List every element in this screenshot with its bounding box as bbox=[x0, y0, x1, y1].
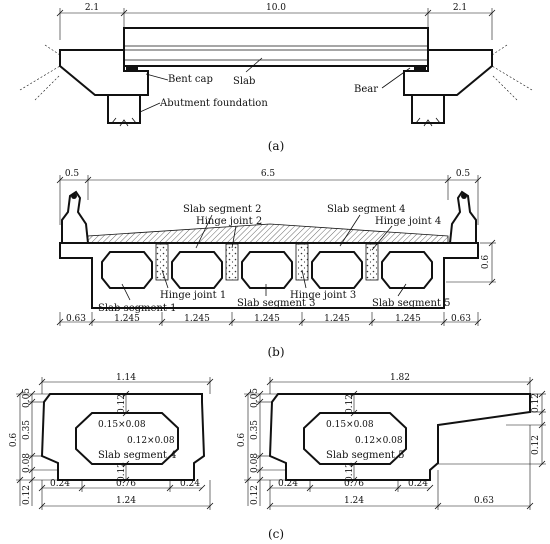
panel-b-top-dimension bbox=[56, 175, 482, 225]
dim-c5-inner-bottom: 0.12 bbox=[345, 462, 355, 482]
dim-c4-base-2: 0.24 bbox=[180, 479, 200, 489]
dim-b-bottom-3: 1.245 bbox=[254, 314, 280, 324]
panel-b-height-dimension bbox=[446, 239, 496, 286]
chamfer-c5-bottom: 0.12×0.08 bbox=[355, 436, 403, 446]
segment4-outline bbox=[40, 393, 206, 481]
dim-c4-bottom: 1.24 bbox=[116, 496, 136, 506]
dim-c5-left-3: 0.12 bbox=[250, 485, 260, 505]
dim-c5-cantilever: 0.63 bbox=[474, 496, 494, 506]
dim-c4-base-1: 0.76 bbox=[116, 479, 136, 489]
dim-b-bottom-4: 1.245 bbox=[324, 314, 350, 324]
panel-c-left: 1.14 0.6 0.05 0.35 0.08 0.12 0.12 0.12 0… bbox=[9, 373, 214, 510]
abutment-left-shape bbox=[19, 44, 149, 127]
label-hinge1: Hinge joint 1 bbox=[160, 290, 226, 301]
dim-c5-top: 1.82 bbox=[390, 373, 410, 383]
segment4-void bbox=[75, 412, 179, 465]
dim-c4-left-1: 0.35 bbox=[22, 420, 32, 440]
hinge-joints bbox=[155, 243, 379, 281]
dim-c4-top: 1.14 bbox=[116, 373, 136, 383]
dim-a-right: 2.1 bbox=[453, 3, 467, 13]
segment5-outline bbox=[268, 393, 531, 481]
deck-slab-outline bbox=[59, 242, 479, 309]
label-hinge3: Hinge joint 3 bbox=[290, 290, 356, 301]
dim-c5-base-1: 0.76 bbox=[344, 479, 364, 489]
label-bear: Bear bbox=[354, 84, 378, 95]
dim-c5-base-2: 0.24 bbox=[408, 479, 428, 489]
dim-a-left: 2.1 bbox=[85, 3, 99, 13]
chamfer-c4-bottom: 0.12×0.08 bbox=[127, 436, 175, 446]
chamfer-c4-top: 0.15×0.08 bbox=[98, 420, 146, 430]
label-abutment-foundation: Abutment foundation bbox=[159, 98, 268, 109]
panel-a-dimension-line bbox=[56, 8, 496, 40]
panel-b-bottom-dimension bbox=[56, 312, 482, 326]
abutment-right-shape bbox=[403, 44, 533, 127]
dim-c4-base-0: 0.24 bbox=[50, 479, 70, 489]
dim-c5-left-0: 0.05 bbox=[250, 388, 260, 408]
dim-c5-bottom: 1.24 bbox=[344, 496, 364, 506]
caption-c: (c) bbox=[268, 527, 284, 541]
dim-b-top-middle: 6.5 bbox=[261, 169, 276, 179]
label-hinge4: Hinge joint 4 bbox=[375, 216, 441, 227]
panel-a: 2.1 10.0 2.1 Slab bbox=[19, 3, 533, 153]
label-seg4: Slab segment 4 bbox=[327, 204, 405, 215]
dim-c5-height: 0.6 bbox=[237, 433, 247, 448]
dim-c5-inner-top: 0.12 bbox=[345, 394, 355, 414]
dim-b-bottom-2: 1.245 bbox=[184, 314, 210, 324]
dim-b-bottom-0: 0.63 bbox=[66, 314, 86, 324]
caption-a: (a) bbox=[268, 139, 285, 153]
label-seg1: Slab segment 1 bbox=[98, 303, 176, 314]
dim-b-bottom-5: 1.245 bbox=[395, 314, 421, 324]
dim-c4-left-0: 0.05 bbox=[22, 388, 32, 408]
dim-b-bottom-6: 0.63 bbox=[451, 314, 471, 324]
dim-c5-base-0: 0.24 bbox=[278, 479, 298, 489]
slab-voids bbox=[101, 251, 433, 289]
label-c4: Slab segment 4 bbox=[98, 450, 176, 461]
dim-a-middle: 10.0 bbox=[266, 3, 286, 13]
label-seg2: Slab segment 2 bbox=[183, 204, 261, 215]
barrier-left bbox=[61, 190, 89, 244]
bearing-left bbox=[126, 66, 138, 71]
panel-b: 0.5 6.5 0.5 bbox=[56, 169, 496, 359]
label-slab: Slab bbox=[233, 76, 255, 87]
dim-b-height: 0.6 bbox=[481, 255, 491, 270]
dim-c5-left-1: 0.35 bbox=[250, 420, 260, 440]
dim-b-top-left: 0.5 bbox=[65, 169, 80, 179]
label-bent-cap: Bent cap bbox=[168, 74, 213, 85]
slab-shape bbox=[123, 27, 429, 67]
dim-c4-height: 0.6 bbox=[9, 433, 19, 448]
dim-c4-inner-top: 0.12 bbox=[117, 394, 127, 414]
label-hinge2: Hinge joint 2 bbox=[196, 216, 262, 227]
dim-c4-left-3: 0.12 bbox=[22, 485, 32, 505]
chamfer-c5-top: 0.15×0.08 bbox=[326, 420, 374, 430]
dim-c5-right-1: 0.12 bbox=[531, 435, 541, 455]
barrier-right bbox=[449, 190, 477, 244]
label-seg5: Slab segment 5 bbox=[372, 298, 450, 309]
label-c5: Slab segment 5 bbox=[326, 450, 404, 461]
segment5-void bbox=[303, 412, 407, 465]
dim-c4-inner-bottom: 0.12 bbox=[117, 462, 127, 482]
bearing-right bbox=[414, 66, 426, 71]
dim-b-bottom-1: 1.245 bbox=[114, 314, 140, 324]
label-seg3: Slab segment 3 bbox=[237, 298, 315, 309]
dim-c5-left-2: 0.08 bbox=[250, 453, 260, 473]
dim-b-top-right: 0.5 bbox=[456, 169, 471, 179]
caption-b: (b) bbox=[267, 345, 284, 359]
dim-c4-left-2: 0.08 bbox=[22, 453, 32, 473]
dim-c5-right-0: 0.12 bbox=[531, 393, 541, 413]
panel-c-right: 1.82 0.6 0.05 0.35 0.08 0.12 0.12 0.12 0… bbox=[237, 373, 546, 510]
